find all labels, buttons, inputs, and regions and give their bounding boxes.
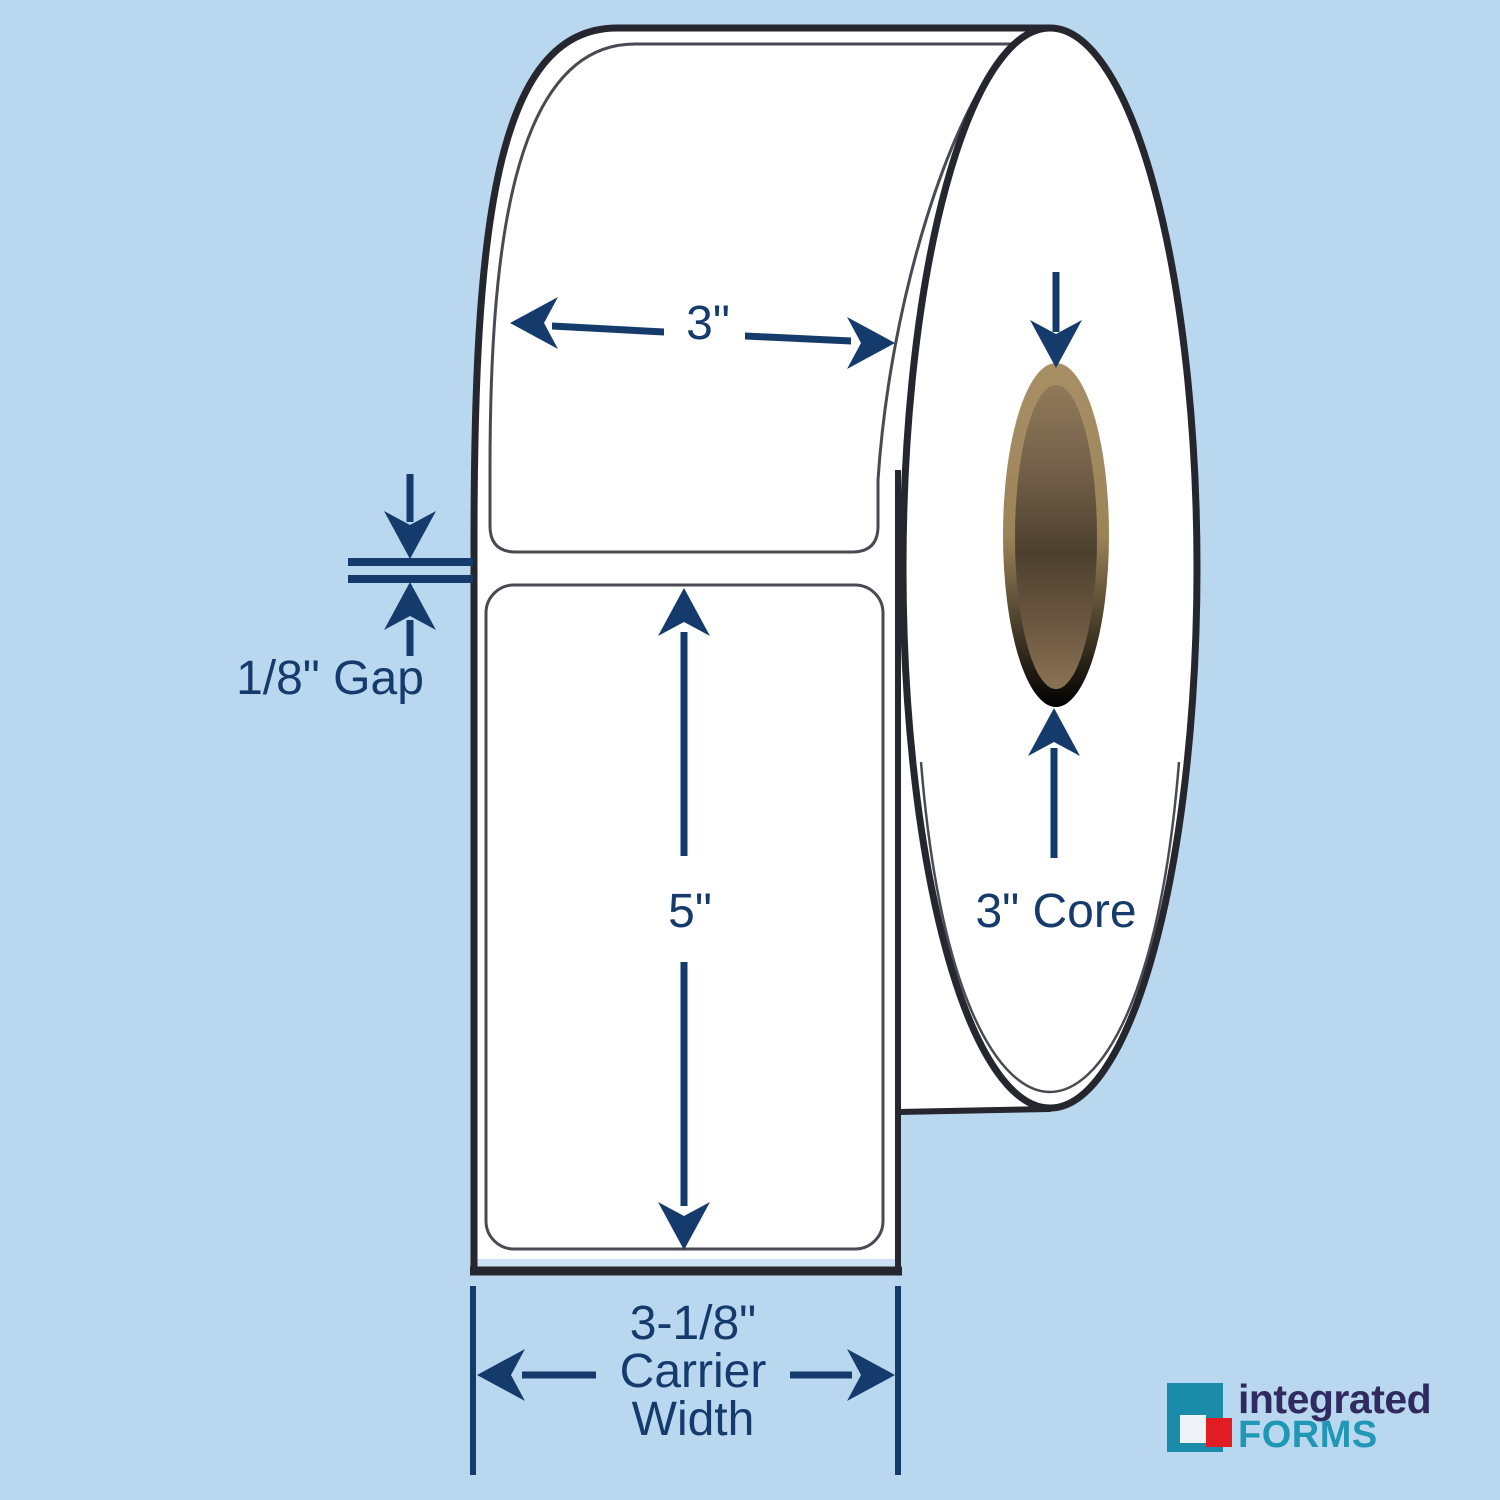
arrow-right-icon xyxy=(847,1349,895,1401)
annotations: 3" 1/8" Gap 5" 3" Core xyxy=(236,272,1137,1475)
carrier-width-text-line1: 3-1/8" xyxy=(630,1297,756,1350)
gap-text: 1/8" Gap xyxy=(236,652,424,705)
dimension-carrier-width: 3-1/8" Carrier Width xyxy=(470,1286,901,1475)
arrow-down-icon xyxy=(384,511,436,559)
logo-light-square xyxy=(1180,1415,1206,1443)
arrow-down-icon xyxy=(658,1202,710,1250)
dim-3in-stem-right xyxy=(745,332,851,345)
dimension-core: 3" Core xyxy=(975,272,1137,938)
arrow-up-icon xyxy=(658,588,710,636)
dim-3in-stem-left xyxy=(552,322,664,336)
logo-red-square xyxy=(1206,1418,1232,1447)
label-length-text: 5" xyxy=(668,885,712,938)
carrier-width-text-line2: Carrier xyxy=(620,1345,767,1398)
integrated-forms-logo: integrated FORMS xyxy=(1167,1376,1432,1456)
arrow-right-icon xyxy=(847,317,895,369)
arrow-left-icon xyxy=(510,297,558,349)
label-width-text: 3" xyxy=(686,297,730,350)
top-label xyxy=(488,42,1016,554)
cylinder-bottom-edge xyxy=(897,1106,1052,1115)
arrow-left-icon xyxy=(477,1349,525,1401)
logo-word-bottom: FORMS xyxy=(1238,1414,1378,1456)
carrier-width-text-line3: Width xyxy=(632,1393,755,1446)
logo-word-top: integrated xyxy=(1238,1376,1431,1422)
arrow-up-icon xyxy=(384,582,436,630)
dimension-gap: 1/8" Gap xyxy=(236,474,473,705)
dimension-label-length: 5" xyxy=(658,588,712,1250)
roll-silhouette xyxy=(470,24,1051,1271)
wound-layer-line xyxy=(919,761,1181,1094)
liner-tint-strip xyxy=(476,1259,898,1268)
core-text: 3" Core xyxy=(975,885,1136,938)
arrow-up-icon xyxy=(1028,708,1080,756)
core-inner xyxy=(1015,385,1097,689)
dimension-label-width: 3" xyxy=(510,297,895,369)
arrow-down-icon xyxy=(1030,320,1082,368)
